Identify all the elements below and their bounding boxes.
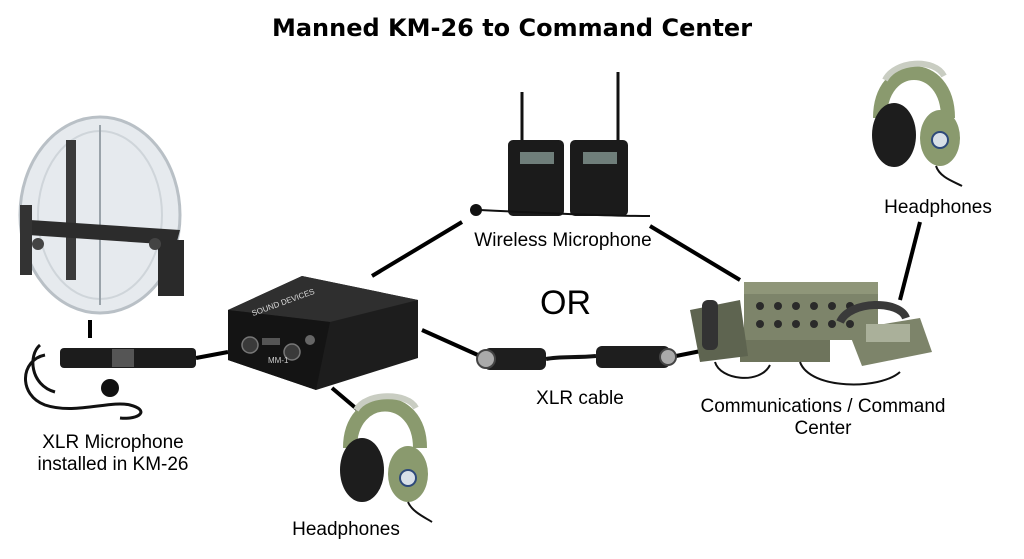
line-preamp-to-headphones (330, 386, 360, 412)
preamp-model-text: MM-1 (268, 356, 289, 365)
label-command-center: Communications / Command Center (700, 396, 946, 439)
label-xlr-cable: XLR cable (536, 388, 624, 409)
line-headphones-to-center (898, 221, 922, 301)
command-center-image (690, 282, 932, 386)
label-xlr-microphone: XLR Microphone installed in KM-26 (37, 432, 189, 475)
wireless-microphone-image (470, 72, 651, 217)
line-wireless-to-center (648, 224, 742, 282)
headphones-top-image (872, 60, 963, 187)
xlr-cable-image (476, 346, 677, 370)
line-mic-to-preamp (195, 350, 229, 360)
xlr-microphone-image (24, 343, 196, 420)
line-preamp-to-wireless (370, 220, 464, 278)
preamp-mm1-image (228, 276, 418, 390)
label-headphones-bottom: Headphones (292, 519, 400, 540)
line-preamp-to-xlr (421, 328, 481, 358)
label-wireless-microphone: Wireless Microphone (474, 230, 652, 251)
km26-dome-image (18, 115, 184, 315)
headphones-bottom-image (340, 393, 433, 523)
label-or: OR (540, 284, 591, 322)
diagram-title: Manned KM-26 to Command Center (271, 14, 753, 42)
label-headphones-top: Headphones (884, 197, 992, 218)
